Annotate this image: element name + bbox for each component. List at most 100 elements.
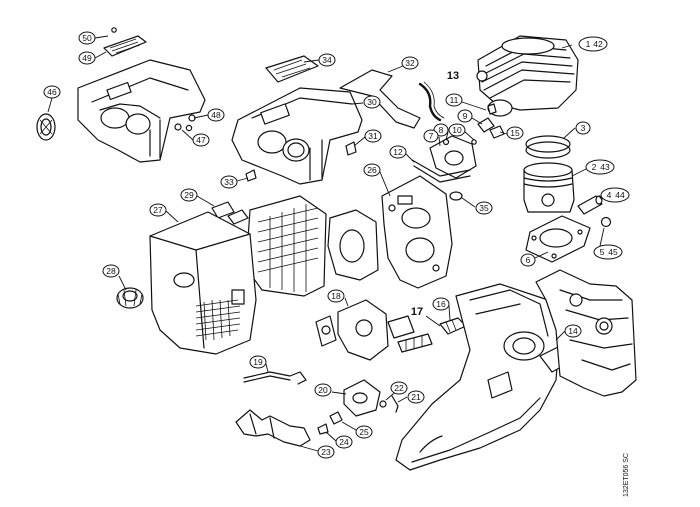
valve-15-part xyxy=(489,125,505,139)
top-cover-part xyxy=(77,59,206,163)
decal-34-part xyxy=(265,55,319,83)
hose-13-part xyxy=(418,81,445,122)
part-20-part xyxy=(343,379,381,417)
svg-text:21: 21 xyxy=(411,392,421,402)
svg-text:24: 24 xyxy=(339,437,349,447)
pin-50-part xyxy=(111,27,117,33)
plug-35-part xyxy=(449,191,463,201)
callout-22: 22 xyxy=(390,381,408,395)
svg-text:25: 25 xyxy=(359,427,369,437)
circlip-part xyxy=(600,216,612,228)
gasket-29-part xyxy=(211,201,249,225)
callout-35: 35 xyxy=(475,201,493,215)
right-housing-part xyxy=(535,269,637,397)
svg-text:22: 22 xyxy=(394,383,404,393)
svg-text:49: 49 xyxy=(82,53,92,63)
callout-50: 50 xyxy=(78,31,96,45)
svg-text:27: 27 xyxy=(153,205,163,215)
callout-11: 11 xyxy=(445,93,463,107)
callout-34: 34 xyxy=(318,53,336,67)
callout-30: 30 xyxy=(363,95,381,109)
part-22-part xyxy=(379,400,387,408)
svg-text:33: 33 xyxy=(224,177,234,187)
callout-13: 13 xyxy=(447,70,459,82)
callout-27: 27 xyxy=(149,203,167,217)
svg-text:42: 42 xyxy=(593,39,603,49)
part-25-part xyxy=(329,411,343,425)
gasket-6-part xyxy=(525,215,591,263)
svg-text:44: 44 xyxy=(615,190,625,200)
callout-23: 23 xyxy=(317,445,335,459)
callout-15: 15 xyxy=(506,126,524,140)
svg-text:132ET056 SC: 132ET056 SC xyxy=(623,453,630,497)
crankcase-part xyxy=(395,283,571,471)
svg-text:15: 15 xyxy=(510,128,520,138)
svg-text:4: 4 xyxy=(607,190,612,200)
plate-26-part xyxy=(381,175,453,289)
svg-text:19: 19 xyxy=(253,357,263,367)
svg-text:47: 47 xyxy=(196,135,206,145)
svg-text:23: 23 xyxy=(321,447,331,457)
callout-32: 32 xyxy=(401,56,419,70)
svg-text:18: 18 xyxy=(331,291,341,301)
svg-text:1: 1 xyxy=(586,39,591,49)
piston-rings-part xyxy=(525,135,571,159)
carburetor-18-part xyxy=(315,299,433,361)
drawing-code: 132ET056 SC xyxy=(623,453,630,497)
callout-49: 49 xyxy=(78,51,96,65)
callout-24: 24 xyxy=(335,435,353,449)
svg-text:46: 46 xyxy=(47,87,57,97)
screws-47-48-part xyxy=(174,114,196,132)
svg-text:31: 31 xyxy=(368,131,378,141)
callout-48: 48 xyxy=(207,108,225,122)
svg-text:28: 28 xyxy=(106,266,116,276)
callout-26: 26 xyxy=(363,163,381,177)
svg-text:16: 16 xyxy=(436,299,446,309)
svg-text:43: 43 xyxy=(600,162,610,172)
piston-part xyxy=(523,162,575,213)
part-24-part xyxy=(317,423,329,435)
callout-47: 47 xyxy=(192,133,210,147)
svg-text:32: 32 xyxy=(405,58,415,68)
callout-14: 14 xyxy=(564,324,582,338)
spacer-46-part xyxy=(36,113,56,141)
callout-29: 29 xyxy=(180,188,198,202)
svg-text:2: 2 xyxy=(592,162,597,172)
nut-33-part xyxy=(245,169,257,182)
svg-text:14: 14 xyxy=(568,326,578,336)
svg-text:7: 7 xyxy=(429,131,434,141)
clip-31-part xyxy=(345,141,357,156)
svg-text:34: 34 xyxy=(322,55,332,65)
callout-18: 18 xyxy=(327,289,345,303)
wire-12-part xyxy=(411,159,471,183)
callout-28: 28 xyxy=(102,264,120,278)
callout-10: 10 xyxy=(448,123,466,137)
linkage-19-part xyxy=(243,371,307,385)
decal-49-part xyxy=(103,35,147,57)
svg-text:12: 12 xyxy=(393,147,403,157)
filter-base-part xyxy=(327,209,379,281)
filter-cover-27-part xyxy=(149,211,257,355)
svg-text:6: 6 xyxy=(526,255,531,265)
svg-text:26: 26 xyxy=(367,165,377,175)
callout-9: 9 xyxy=(457,109,473,123)
callout-12: 12 xyxy=(389,145,407,159)
svg-text:50: 50 xyxy=(82,33,92,43)
knob-28-part xyxy=(116,287,144,309)
callout-25: 25 xyxy=(355,425,373,439)
svg-text:17: 17 xyxy=(411,306,423,318)
svg-text:9: 9 xyxy=(463,111,468,121)
svg-text:13: 13 xyxy=(447,70,459,82)
trigger-23-part xyxy=(235,409,311,447)
svg-text:29: 29 xyxy=(184,190,194,200)
callout-17: 17 xyxy=(411,306,423,318)
callout-46: 46 xyxy=(43,85,61,99)
callout-20: 20 xyxy=(314,383,332,397)
callout-6: 6 xyxy=(520,253,536,267)
svg-text:5: 5 xyxy=(600,247,605,257)
intake-7-8-part xyxy=(429,135,477,179)
callout-16: 16 xyxy=(432,297,450,311)
